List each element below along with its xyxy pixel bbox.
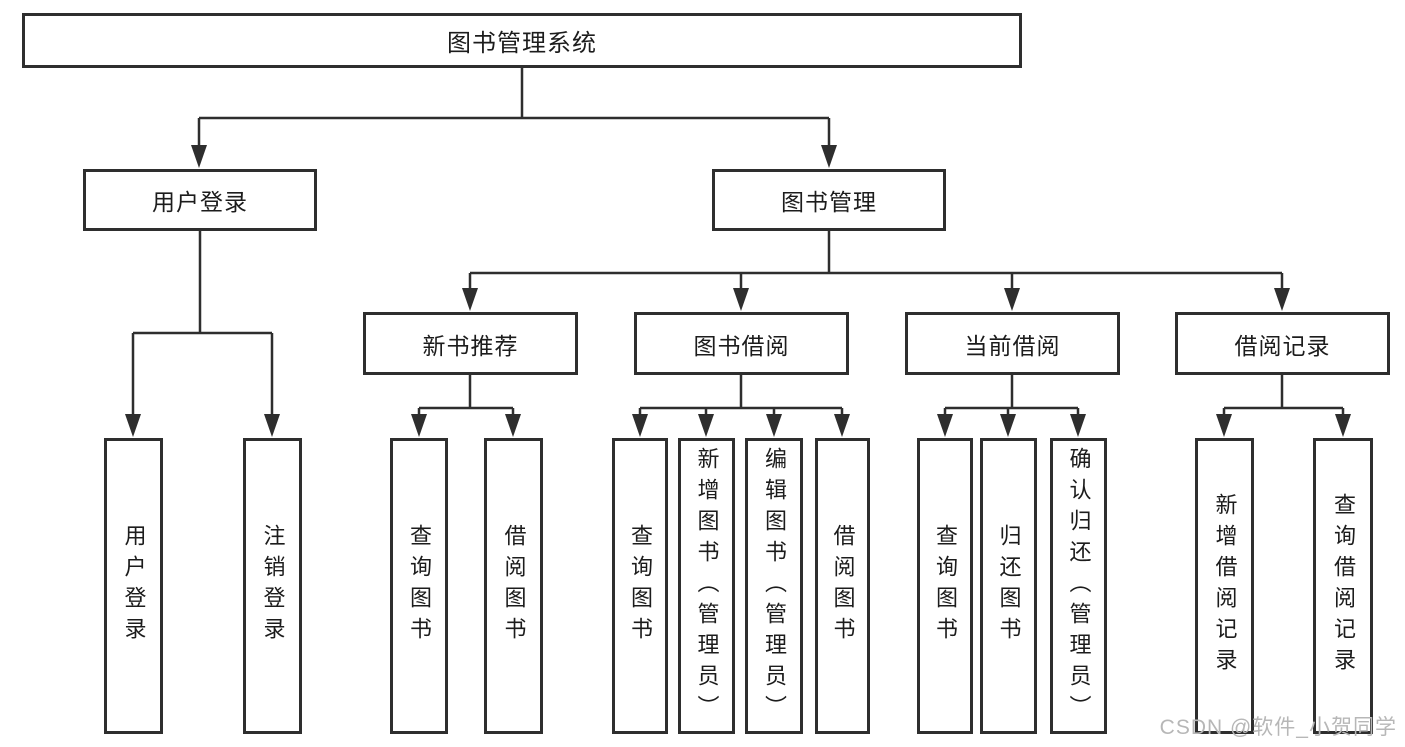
leaf-confirm-return-admin: 确认归还（管理员）: [1050, 438, 1107, 734]
leaf-return-books: 归还图书: [980, 438, 1037, 734]
leaf-label: 用户登录: [121, 524, 147, 648]
leaf-label: 查询图书: [628, 524, 653, 648]
leaf-user-login: 用户登录: [104, 438, 163, 734]
connector-user-login-split: [125, 231, 280, 437]
connector-root-split: [191, 68, 837, 168]
leaf-query-books-current: 查询图书: [917, 438, 973, 734]
node-book-borrowing: 图书借阅: [634, 312, 849, 375]
node-label: 图书管理: [781, 189, 877, 215]
node-label: 当前借阅: [964, 332, 1061, 359]
leaf-label: 借阅图书: [501, 524, 527, 648]
connector-new-book-split: [411, 375, 521, 437]
leaf-logout: 注销登录: [243, 438, 302, 734]
leaf-label: 查询图书: [407, 524, 432, 648]
leaf-query-books-recommend: 查询图书: [390, 438, 448, 734]
leaf-add-book-admin: 新增图书（管理员）: [678, 438, 735, 734]
leaf-label: 新增图书（管理员）: [694, 446, 720, 726]
node-library-system: 图书管理系统: [22, 13, 1022, 68]
connector-book-borrow-split: [632, 375, 850, 437]
connector-book-management-split: [462, 231, 1290, 311]
leaf-edit-book-admin: 编辑图书（管理员）: [745, 438, 803, 734]
node-label: 用户登录: [152, 189, 248, 215]
node-label: 图书管理系统: [447, 30, 597, 57]
leaf-add-borrow-record: 新增借阅记录: [1195, 438, 1254, 734]
leaf-label: 查询图书: [933, 524, 958, 648]
node-current-borrowing: 当前借阅: [905, 312, 1120, 375]
node-label: 借阅记录: [1234, 332, 1331, 359]
leaf-label: 查询借阅记录: [1331, 493, 1356, 679]
leaf-borrow-books: 借阅图书: [815, 438, 870, 734]
node-label: 图书借阅: [693, 332, 790, 359]
leaf-label: 注销登录: [260, 524, 286, 648]
leaf-label: 编辑图书（管理员）: [762, 446, 787, 726]
leaf-label: 归还图书: [996, 524, 1022, 648]
node-new-book-recommendation: 新书推荐: [363, 312, 578, 375]
node-borrowing-records: 借阅记录: [1175, 312, 1390, 375]
leaf-label: 确认归还（管理员）: [1066, 446, 1092, 726]
connector-current-borrow-split: [937, 375, 1086, 437]
leaf-borrow-books-recommend: 借阅图书: [484, 438, 543, 734]
connector-borrow-records-split: [1216, 375, 1351, 437]
node-book-management: 图书管理: [712, 169, 946, 231]
node-label: 新书推荐: [422, 332, 519, 359]
leaf-label: 借阅图书: [830, 524, 856, 648]
leaf-query-borrow-record: 查询借阅记录: [1313, 438, 1373, 734]
leaf-label: 新增借阅记录: [1212, 493, 1238, 679]
leaf-query-books-borrow: 查询图书: [612, 438, 668, 734]
watermark: CSDN @软件_小贺同学: [1159, 716, 1397, 739]
node-user-login: 用户登录: [83, 169, 317, 231]
